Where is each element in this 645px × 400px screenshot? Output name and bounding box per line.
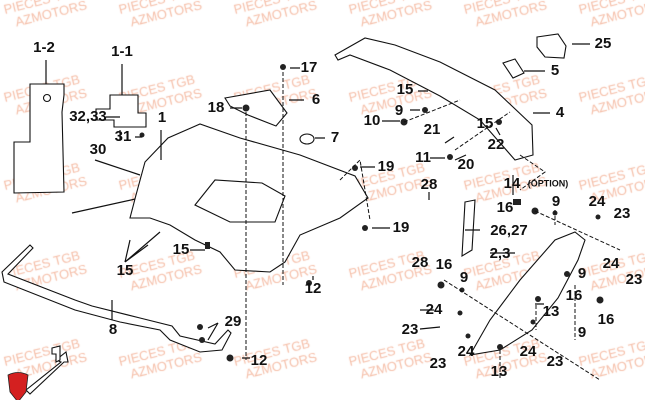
callout-label: 15 bbox=[397, 81, 414, 98]
part-storage-box bbox=[194, 179, 286, 223]
front-arrow-icon bbox=[25, 351, 69, 395]
callout-label: 15 bbox=[173, 241, 190, 258]
callout-label: 2,3 bbox=[490, 245, 511, 262]
callout-label: 23 bbox=[614, 205, 631, 222]
callout-label: 1-2 bbox=[33, 39, 55, 56]
callout-label: 9 bbox=[395, 102, 403, 119]
callout-label: 12 bbox=[305, 280, 322, 297]
callout-label: 23 bbox=[402, 321, 419, 338]
callout-label: 11 bbox=[415, 149, 431, 166]
callout-label: 31 bbox=[115, 128, 132, 145]
callout-label: 16 bbox=[598, 311, 615, 328]
callout-label: 12 bbox=[251, 352, 268, 369]
part-6-bracket bbox=[224, 89, 288, 127]
callout-label: 23 bbox=[626, 271, 643, 288]
part-2-3-side-panel bbox=[468, 231, 586, 356]
callout-label: 32,33 bbox=[69, 108, 107, 125]
callout-label: 25 bbox=[595, 35, 612, 52]
callout-label: 23 bbox=[547, 353, 564, 370]
part-26-27-strip bbox=[461, 199, 476, 258]
callout-label: 15 bbox=[477, 115, 494, 132]
callout-label: 17 bbox=[301, 59, 318, 76]
callout-label: 24 bbox=[520, 343, 537, 360]
callout-label: 18 bbox=[208, 99, 225, 116]
callout-label: 14 bbox=[504, 175, 521, 192]
part-shapes bbox=[1, 33, 586, 395]
callout-label: 15 bbox=[117, 262, 134, 279]
callout-label: 8 bbox=[109, 321, 117, 338]
callout-label: 10 bbox=[364, 112, 381, 129]
callout-label: 4 bbox=[556, 104, 565, 121]
callout-label: 24 bbox=[603, 255, 620, 272]
part-8-frame-bar bbox=[1, 244, 232, 353]
part-1-2-cover bbox=[13, 83, 65, 194]
callout-option-label: (OPTION) bbox=[528, 178, 569, 188]
callout-label: 16 bbox=[566, 287, 583, 304]
part-4-rear-rack bbox=[334, 37, 534, 161]
callout-label: 24 bbox=[589, 193, 606, 210]
callout-label: 9 bbox=[460, 269, 468, 286]
callout-label: 29 bbox=[225, 313, 242, 330]
dashed-guides bbox=[245, 72, 621, 381]
callout-labels: 1-2 1-1 17 25 5 6 15 9 18 32,33 1 10 4 2… bbox=[33, 35, 642, 380]
callout-label: 20 bbox=[458, 156, 475, 173]
callout-label: 30 bbox=[90, 141, 107, 158]
callout-label: 7 bbox=[331, 129, 339, 146]
callout-label: 6 bbox=[312, 91, 320, 108]
callout-label: 1 bbox=[158, 109, 166, 126]
part-5-reflector bbox=[502, 58, 525, 79]
callout-label: 28 bbox=[412, 254, 429, 271]
callout-label: 28 bbox=[421, 176, 438, 193]
callout-label: 24 bbox=[426, 301, 443, 318]
callout-label: 19 bbox=[393, 219, 410, 236]
callout-label: 5 bbox=[551, 62, 559, 79]
callout-label: 1-1 bbox=[111, 43, 133, 60]
callout-label: 19 bbox=[378, 158, 395, 175]
part-hole bbox=[42, 93, 52, 103]
callout-label: 9 bbox=[578, 265, 586, 282]
part-1-1-bracket bbox=[95, 94, 147, 128]
brand-logo bbox=[7, 372, 29, 400]
callout-label: 24 bbox=[458, 343, 475, 360]
callout-label: 13 bbox=[491, 363, 508, 380]
callout-label: 9 bbox=[578, 324, 586, 341]
callout-label: 13 bbox=[543, 303, 560, 320]
callout-label: 16 bbox=[497, 199, 514, 216]
callout-label: 22 bbox=[488, 136, 505, 153]
callout-label: 21 bbox=[424, 121, 441, 138]
part-25-plate bbox=[536, 33, 567, 59]
part-bracket-small bbox=[51, 345, 61, 363]
callout-label: 23 bbox=[430, 355, 447, 372]
callout-label: 16 bbox=[436, 256, 453, 273]
callout-label: 26,27 bbox=[490, 222, 528, 239]
callout-label: 9 bbox=[552, 193, 560, 210]
